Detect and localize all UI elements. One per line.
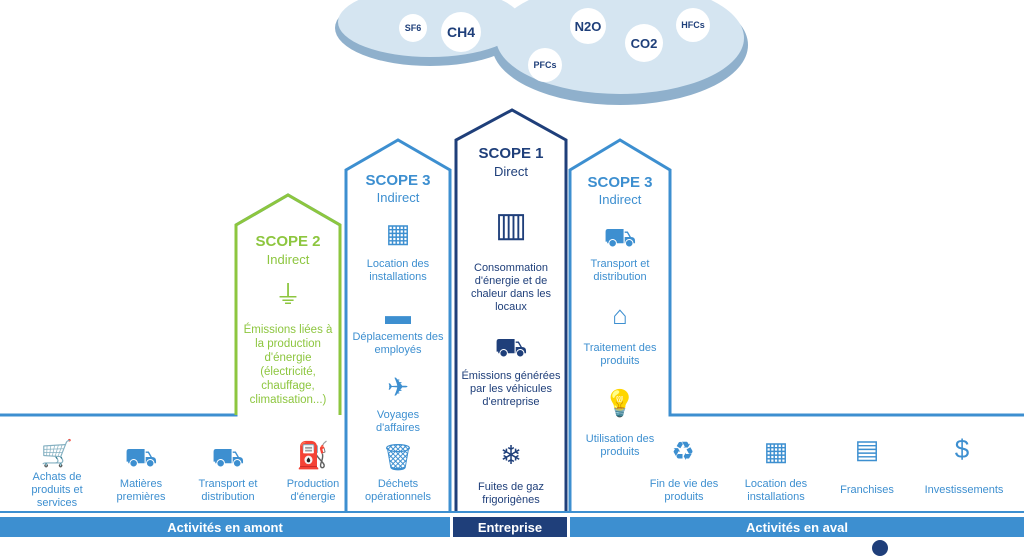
scope3-left-item: Déchets opérationnels bbox=[364, 478, 432, 503]
upstream-item: Production d'énergie bbox=[286, 478, 340, 503]
storefront-icon: ▤ bbox=[854, 434, 880, 464]
scope3-left-subtitle: Indirect bbox=[376, 190, 420, 205]
scope2-title: SCOPE 2 bbox=[255, 233, 321, 250]
upstream-item: Matières premières bbox=[116, 478, 166, 503]
scope3-left-item: Voyages d'affaires bbox=[375, 409, 421, 434]
gas-n2o: N2O bbox=[570, 8, 606, 44]
recycle-bin-icon: ♻ bbox=[671, 436, 695, 466]
skyscrapers-icon: ▥ bbox=[494, 206, 528, 244]
downstream-item: Location des installations bbox=[744, 478, 808, 503]
scope2-subtitle: Indirect bbox=[266, 252, 310, 267]
plug-icon: ⏚ bbox=[274, 280, 301, 310]
enterprise-bar: Entreprise bbox=[453, 517, 567, 537]
forklift-icon: ⛟ bbox=[494, 332, 528, 362]
scope1-item: Consommation d'énergie et de chaleur dan… bbox=[470, 262, 552, 313]
dump-truck-icon: ⛟ bbox=[124, 442, 158, 472]
scope2-item: Émissions liées à la production d'énergi… bbox=[243, 324, 333, 406]
building-icon: ▦ bbox=[385, 218, 411, 248]
lightbulb-icon: 💡 bbox=[603, 388, 637, 418]
downstream-item: Franchises bbox=[840, 484, 894, 496]
scope1-item: Fuites de gaz frigorigènes bbox=[477, 481, 545, 506]
gas-co2: CO2 bbox=[625, 24, 663, 62]
truck-icon: ⛟ bbox=[211, 442, 245, 472]
gas-pfcs: PFCs bbox=[528, 48, 562, 82]
scope3-right-subtitle: Indirect bbox=[598, 192, 642, 207]
scope1-subtitle: Direct bbox=[494, 164, 528, 179]
trash-icon: 🗑 bbox=[381, 442, 415, 472]
building-icon: ▦ bbox=[763, 436, 789, 466]
gas-sf6: SF6 bbox=[399, 14, 427, 42]
downstream-item: Fin de vie des produits bbox=[649, 478, 719, 503]
fridge-snowflake-icon: ❄ bbox=[500, 440, 522, 470]
gas-cylinder-icon: ⛽ bbox=[296, 440, 330, 470]
scope3-right-item: Transport et distribution bbox=[590, 258, 650, 283]
downstream-item: Investissements bbox=[924, 484, 1004, 496]
logo-mark bbox=[872, 540, 888, 556]
scope3-left-item: Déplacements des employés bbox=[352, 331, 444, 356]
scope1-title: SCOPE 1 bbox=[478, 145, 544, 162]
coins-icon: $ bbox=[954, 434, 970, 464]
scope3-right-item: Traitement des produits bbox=[583, 342, 657, 367]
upstream-bar: Activités en amont bbox=[0, 517, 450, 537]
factory-icon: ⌂ bbox=[612, 300, 628, 330]
car-icon: ▬ bbox=[385, 300, 411, 330]
scope3-right-title: SCOPE 3 bbox=[587, 174, 653, 191]
scope3-right-item: Utilisation des produits bbox=[585, 433, 655, 458]
upstream-item: Transport et distribution bbox=[198, 478, 258, 503]
shopping-cart-icon: 🛒 bbox=[40, 438, 74, 468]
gas-ch4: CH4 bbox=[441, 12, 481, 52]
truck-icon: ⛟ bbox=[603, 222, 637, 252]
upstream-item: Achats de produits et services bbox=[31, 471, 83, 509]
downstream-bar: Activités en aval bbox=[570, 517, 1024, 537]
scope3-left-item: Location des installations bbox=[366, 258, 430, 283]
gas-hfcs: HFCs bbox=[676, 8, 710, 42]
scope1-item: Émissions générées par les véhicules d'e… bbox=[461, 370, 561, 408]
scope3-left-title: SCOPE 3 bbox=[365, 172, 431, 189]
airplane-icon: ✈ bbox=[387, 372, 409, 402]
